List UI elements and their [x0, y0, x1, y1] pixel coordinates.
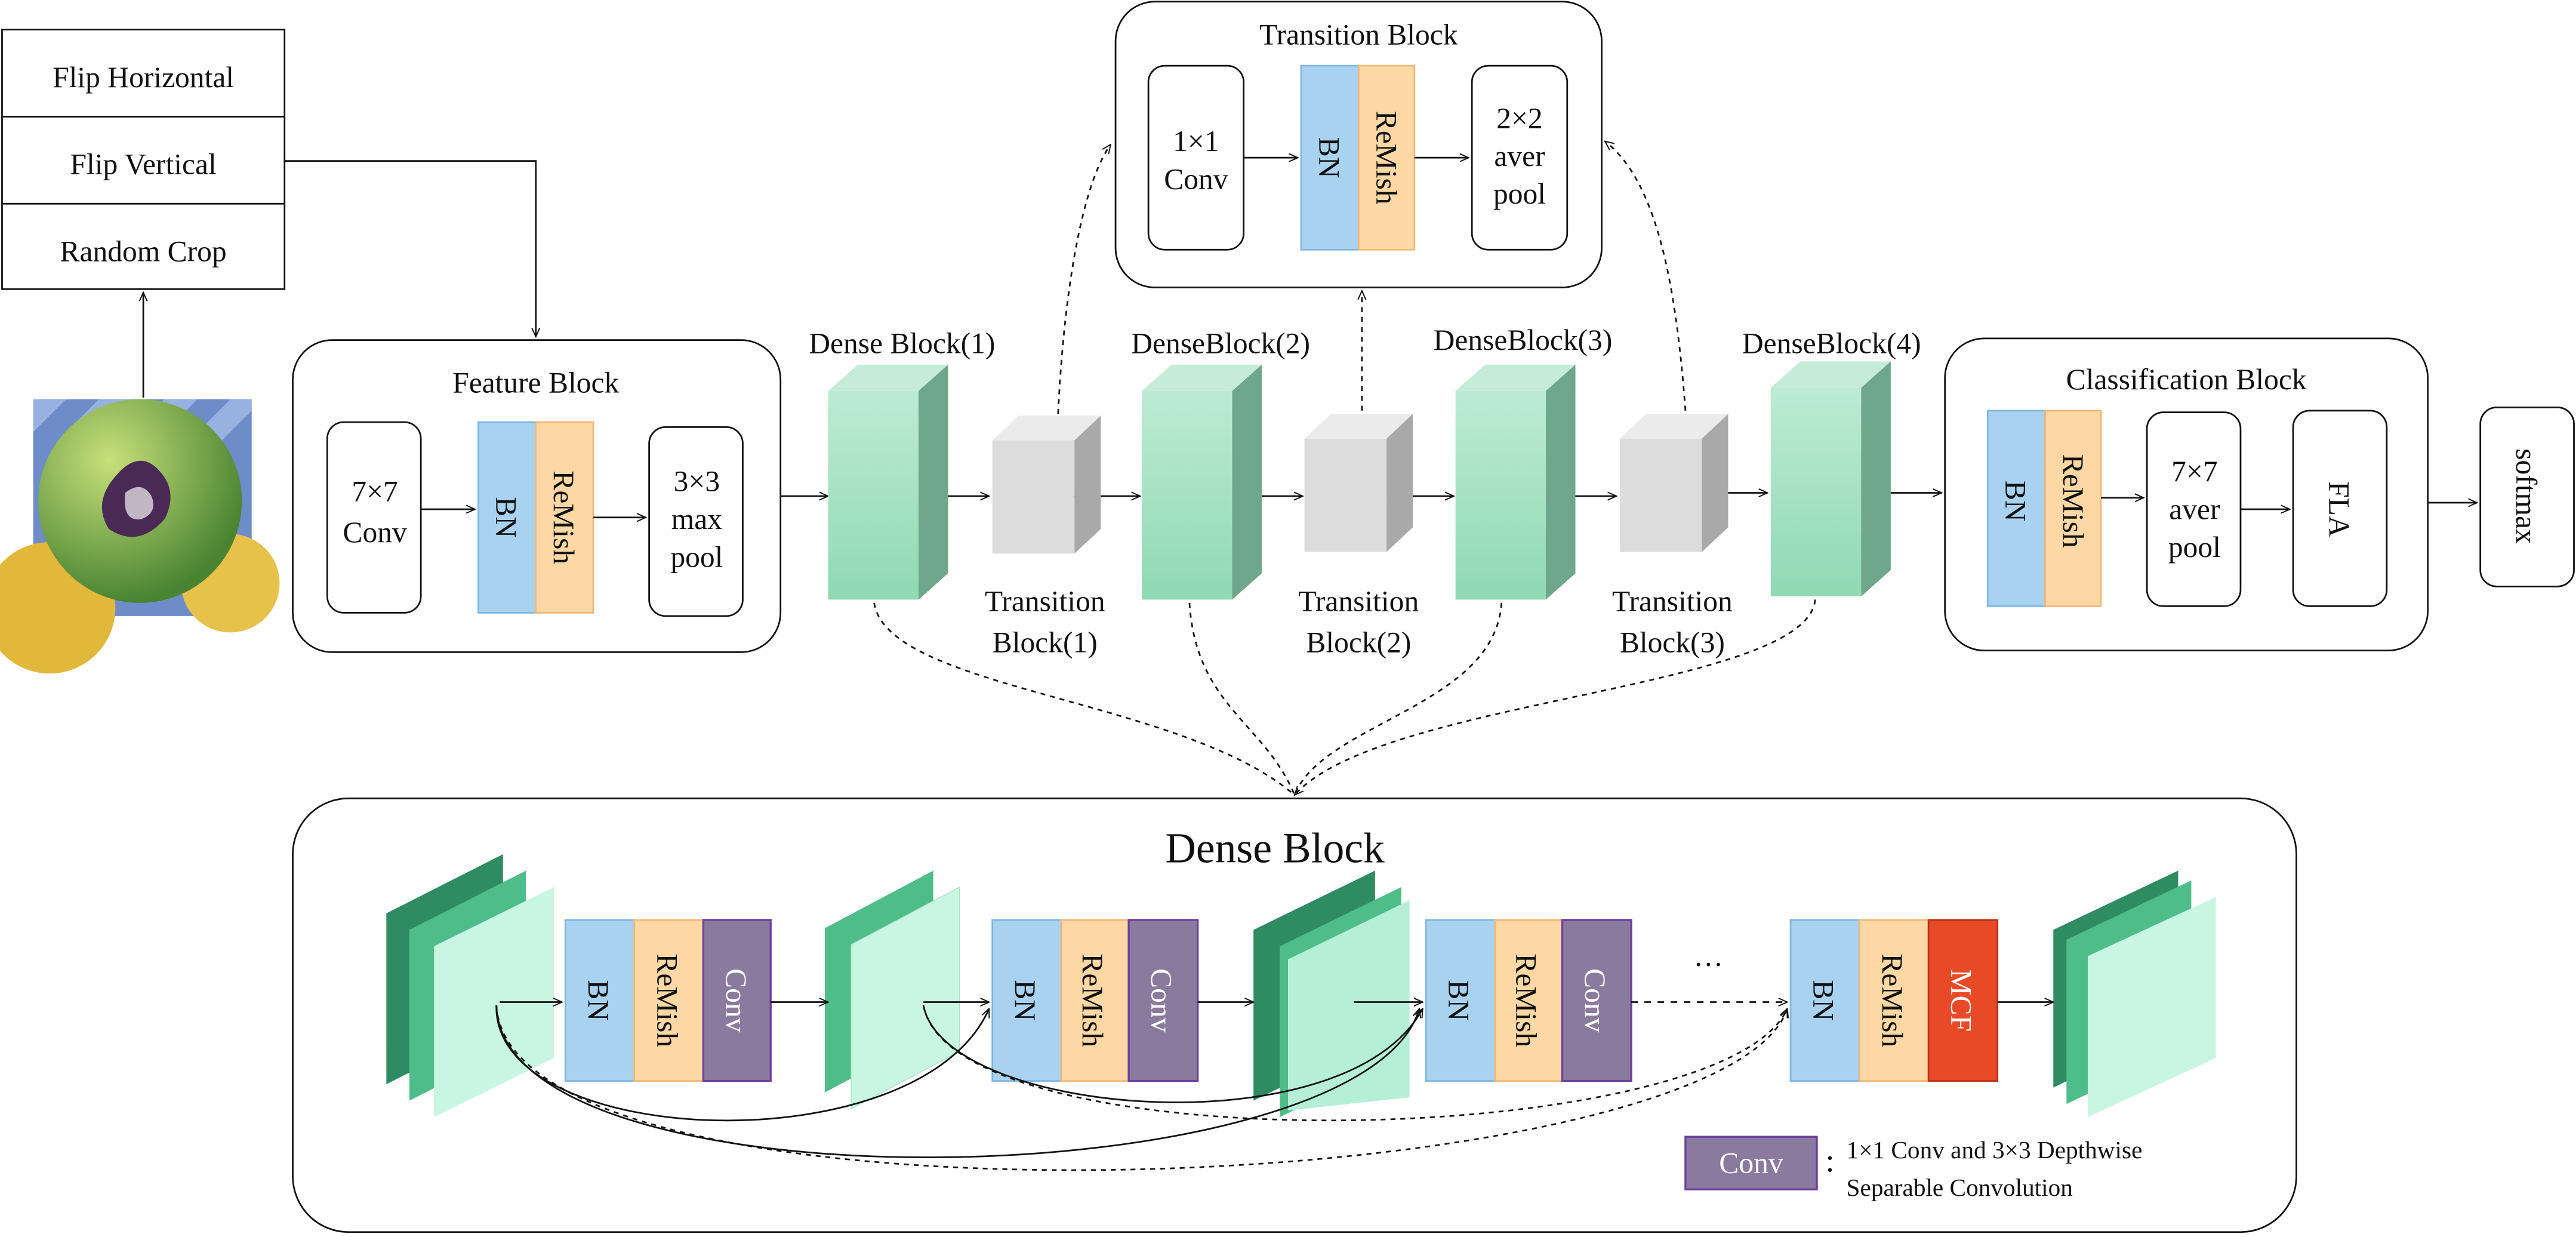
dense-block-4 — [1770, 361, 1891, 596]
dense-label-4: DenseBlock(4) — [1742, 327, 1921, 360]
transition-cube-2 — [1304, 414, 1413, 552]
dense-label-3: DenseBlock(3) — [1434, 324, 1613, 356]
dense-block-2 — [1142, 364, 1262, 600]
legend-colon: : — [1825, 1142, 1834, 1178]
op3-remish: ReMish — [1509, 953, 1542, 1047]
transition-cube-3 — [1619, 414, 1728, 552]
classification-pool-size: 7×7 — [2171, 455, 2217, 488]
transition-conv-size: 1×1 — [1173, 125, 1219, 158]
transition-conv-label: Conv — [1164, 162, 1228, 195]
classification-bn-label: BN — [1999, 481, 2032, 522]
feature-remish — [535, 421, 594, 614]
input-image — [0, 399, 280, 674]
classification-remish-label: ReMish — [2057, 454, 2090, 548]
dense-block-1 — [828, 364, 948, 600]
op-group-4: BN ReMish MCF — [1789, 919, 1999, 1082]
aug-flip-vertical: Flip Vertical — [70, 148, 216, 181]
transition-dashed-links — [1057, 141, 1687, 414]
op3-conv: Conv — [1579, 968, 1611, 1033]
feature-map-stack-4 — [2053, 870, 2216, 1118]
transition-label-1-line2: Block(1) — [993, 626, 1098, 658]
legend-line-2: Separable Convolution — [1847, 1174, 2073, 1201]
classification-block: Classification Block BN ReMish 7×7 aver … — [1944, 337, 2429, 652]
feature-pool-size: 3×3 — [674, 465, 720, 498]
op1-bn: BN — [582, 980, 615, 1021]
transition-label-1-line1: Transition — [985, 585, 1105, 618]
op2-remish: ReMish — [1076, 953, 1109, 1047]
op1-remish: ReMish — [651, 953, 683, 1047]
transition-pool-size: 2×2 — [1496, 102, 1542, 135]
aug-flip-horizontal: Flip Horizontal — [53, 61, 234, 94]
classification-title: Classification Block — [2066, 363, 2307, 396]
transition-bn — [1300, 64, 1360, 251]
block-labels: Dense Block(1) DenseBlock(2) DenseBlock(… — [809, 324, 1921, 658]
transition-pool-label: pool — [1493, 177, 1546, 210]
transition-cubes — [992, 414, 1728, 554]
classification-pool-type: aver — [2169, 493, 2220, 526]
transition-label-2-line2: Block(2) — [1306, 626, 1411, 658]
dense-block-cuboids — [828, 361, 1891, 600]
conv-legend: Conv : 1×1 Conv and 3×3 Depthwise Separa… — [1684, 1136, 2143, 1201]
op-group-1: BN ReMish Conv — [564, 919, 772, 1082]
aug-random-crop: Random Crop — [60, 235, 226, 268]
dense-block-3 — [1455, 364, 1576, 600]
softmax-label: softmax — [2510, 448, 2543, 544]
op2-conv: Conv — [1145, 968, 1178, 1033]
op4-bn: BN — [1807, 980, 1840, 1021]
transition-remish — [1357, 64, 1416, 251]
feature-bn-label: BN — [490, 497, 523, 538]
feature-map-stack-2 — [825, 870, 960, 1110]
transition-bn-label: BN — [1312, 137, 1345, 179]
dense-dashed-links — [873, 599, 1816, 795]
op3-bn: BN — [1443, 980, 1475, 1021]
feature-pool-label: pool — [670, 540, 723, 573]
classification-bn — [1986, 410, 2046, 607]
transition-label-2-line1: Transition — [1298, 585, 1419, 618]
transition-pool-type: aver — [1494, 140, 1545, 173]
feature-conv-label: Conv — [343, 516, 407, 549]
transition-detail-title: Transition Block — [1259, 18, 1458, 51]
transition-label-3-line1: Transition — [1612, 585, 1733, 618]
legend-conv-swatch — [1684, 1136, 1818, 1190]
classification-remish — [2044, 410, 2102, 607]
feature-conv-size: 7×7 — [352, 475, 398, 507]
op-group-2: BN ReMish Conv — [991, 919, 1199, 1082]
feature-block: Feature Block 7×7 Conv BN ReMish 3×3 max… — [292, 339, 782, 653]
feature-remish-label: ReMish — [547, 470, 580, 564]
classification-fla: FLA — [2323, 481, 2356, 537]
op2-bn: BN — [1009, 980, 1042, 1021]
transition-label-3-line2: Block(3) — [1620, 626, 1725, 658]
skip-connections — [495, 1005, 1788, 1171]
augmentation-list: Flip Horizontal Flip Vertical Random Cro… — [1, 29, 286, 290]
dense-detail-title: Dense Block — [1165, 825, 1385, 872]
feature-bn — [477, 421, 537, 614]
op4-remish: ReMish — [1876, 953, 1909, 1047]
feature-map-stack-1 — [386, 854, 554, 1118]
op1-conv: Conv — [720, 968, 753, 1033]
dense-ellipsis: … — [1694, 940, 1724, 973]
dense-block-detail: Dense Block BN ReMish Conv — [292, 797, 2297, 1233]
transition-block-detail: Transition Block 1×1 Conv BN ReMish 2×2 … — [1114, 1, 1603, 288]
op-group-3: BN ReMish Conv — [1425, 919, 1632, 1082]
feature-block-title: Feature Block — [452, 367, 619, 399]
op4-mcf: MCF — [1945, 969, 1978, 1032]
softmax-box: softmax — [2479, 407, 2575, 587]
feature-pool-type: max — [671, 503, 722, 536]
legend-line-1: 1×1 Conv and 3×3 Depthwise — [1847, 1136, 2143, 1164]
legend-conv-key: Conv — [1719, 1147, 1783, 1180]
transition-remish-label: ReMish — [1370, 111, 1403, 205]
classification-pool-label: pool — [2168, 531, 2221, 564]
dense-label-1: Dense Block(1) — [809, 327, 995, 360]
dense-label-2: DenseBlock(2) — [1131, 327, 1310, 360]
feature-map-stack-3 — [1253, 870, 1410, 1118]
transition-cube-1 — [992, 416, 1101, 554]
